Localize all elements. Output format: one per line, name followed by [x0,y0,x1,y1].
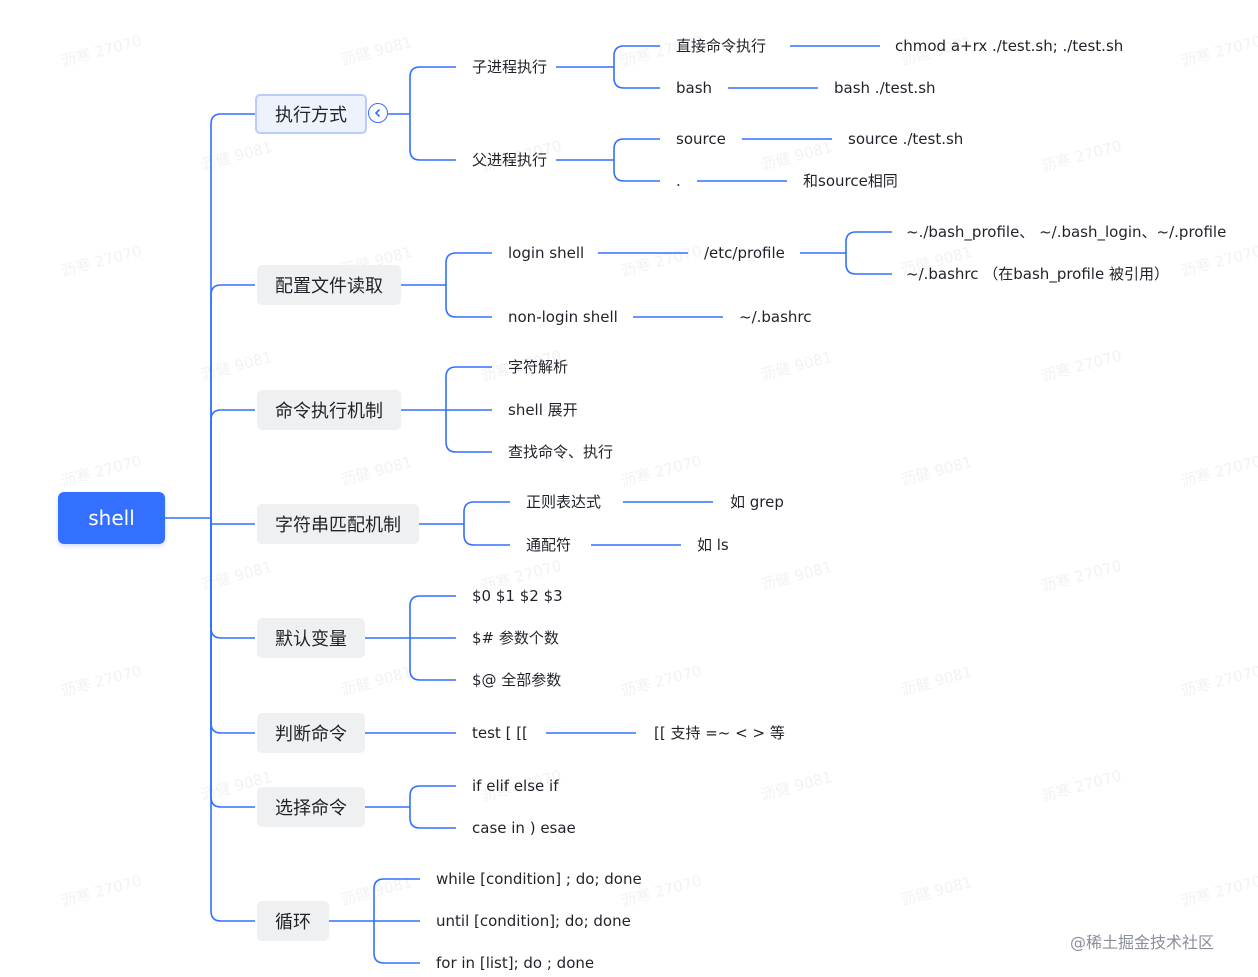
default-vars-edge [409,638,456,681]
node-bashrc[interactable]: ~/.bashrc [739,308,812,326]
node-bashrc-ref[interactable]: ~/.bashrc （在bash_profile 被引用） [906,265,1169,283]
root-edge [210,518,255,808]
branch-config-read[interactable]: 配置文件读取 [257,265,401,305]
node-if-elif[interactable]: if elif else if [472,777,559,795]
node-for[interactable]: for in [list]; do ; done [436,954,595,972]
profile-edge [845,253,892,275]
node-find-exec[interactable]: 查找命令、执行 [508,443,614,461]
node-dot[interactable]: . [676,172,681,190]
exec-mode-edge [409,66,456,114]
loop-edge [373,878,420,921]
node-char-parse[interactable]: 字符解析 [508,358,569,376]
branch-test-cmd[interactable]: 判断命令 [257,713,365,753]
branch-select-cmd[interactable]: 选择命令 [257,787,365,827]
string-match-edge [463,524,510,546]
config-read-edge [445,252,492,285]
node-test[interactable]: test [ [[ [472,724,528,742]
node-case-in[interactable]: case in ) esae [472,819,576,837]
branch-label: 执行方式 [275,105,347,126]
branch-exec-mode[interactable]: 执行方式 [255,94,367,134]
profile-edge [845,231,892,253]
branch-default-vars[interactable]: 默认变量 [257,618,365,658]
branch-label: 命令执行机制 [275,401,383,422]
node-direct-exec[interactable]: 直接命令执行 [676,37,767,55]
node-bash[interactable]: bash [676,79,713,97]
node-dot-value[interactable]: 和source相同 [803,172,898,190]
node-profile-files[interactable]: ~./bash_profile、 ~/.bash_login、~/.profil… [906,223,1227,241]
default-vars-edge [409,595,456,638]
parentprocess-edge [613,160,660,182]
footer-credit: @稀土掘金技术社区 [1070,933,1215,952]
collapse-toggle-icon[interactable] [368,103,388,123]
select-cmd-edge [409,807,456,829]
select-cmd-edge [409,785,456,807]
node-direct-exec-value[interactable]: chmod a+rx ./test.sh; ./test.sh [895,37,1124,55]
branch-label: 循环 [275,912,311,933]
node-source[interactable]: source [676,130,726,148]
node-source-value[interactable]: source ./test.sh [848,130,964,148]
node-until[interactable]: until [condition]; do; done [436,912,631,930]
cmd-mechanism-edge [445,366,492,410]
root-node[interactable]: shell [58,492,165,544]
root-edge [210,518,255,734]
branch-label: 字符串匹配机制 [275,515,401,536]
node-ls[interactable]: 如 ls [697,536,729,554]
subprocess-edge [613,45,660,67]
node-shell-expand[interactable]: shell 展开 [508,401,578,419]
branch-loop[interactable]: 循环 [257,901,329,941]
node-all-args[interactable]: $@ 全部参数 [472,671,562,689]
node-non-login-shell[interactable]: non-login shell [508,308,618,326]
root-label: shell [88,506,135,530]
branch-string-match[interactable]: 字符串匹配机制 [257,504,419,544]
root-edge [210,409,255,518]
node-regex[interactable]: 正则表达式 [526,493,602,511]
cmd-mechanism-edge [445,410,492,453]
config-read-edge [445,285,492,318]
branch-label: 判断命令 [275,724,347,745]
branch-label: 配置文件读取 [275,276,383,297]
branch-label: 默认变量 [275,629,347,650]
branch-label: 选择命令 [275,798,347,819]
string-match-edge [463,501,510,524]
root-edge [210,518,255,922]
node-while[interactable]: while [condition] ; do; done [436,870,642,888]
node-parent-exec[interactable]: 父进程执行 [472,151,548,169]
root-edge [210,518,255,525]
node-double-bracket[interactable]: [[ 支持 =~ < > 等 [654,724,785,742]
branch-cmd-mechanism[interactable]: 命令执行机制 [257,390,401,430]
node-positional-args[interactable]: $0 $1 $2 $3 [472,587,563,605]
exec-mode-edge [409,114,456,161]
root-edge [210,518,255,639]
node-login-shell[interactable]: login shell [508,244,585,262]
node-arg-count[interactable]: $# 参数个数 [472,629,559,647]
node-wildcard[interactable]: 通配符 [526,536,572,554]
node-etc-profile[interactable]: /etc/profile [704,244,785,262]
subprocess-edge [613,67,660,89]
node-grep[interactable]: 如 grep [730,493,784,511]
parentprocess-edge [613,138,660,160]
root-edge [210,284,255,518]
node-bash-value[interactable]: bash ./test.sh [834,79,936,97]
node-subprocess-exec[interactable]: 子进程执行 [472,58,548,76]
root-edge [210,113,255,518]
loop-edge [373,921,420,964]
